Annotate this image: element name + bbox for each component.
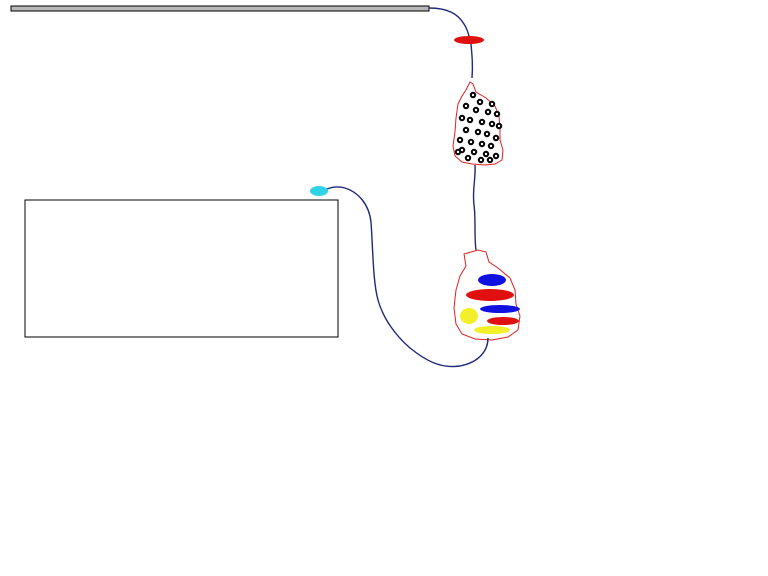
tube-upper-to-lower-bag (472, 164, 477, 251)
red-band-2 (487, 317, 519, 325)
seed-dot-center (494, 154, 498, 158)
seed-dot-center (460, 116, 464, 120)
seed-dot-center (471, 93, 475, 97)
tube-top-segment (428, 7, 471, 41)
seed-dot-center (497, 124, 501, 128)
tube-clamp-to-upper-bag (470, 43, 474, 79)
tube-lower-bag-to-connector (326, 186, 489, 368)
seed-dot-center (472, 150, 476, 154)
seed-dot-center (490, 102, 494, 106)
seed-dot-center (488, 158, 492, 162)
red-clamp[interactable] (454, 36, 484, 44)
seed-dot-center (494, 136, 498, 140)
seed-dot-center (458, 138, 462, 142)
yellow-blob-1 (460, 308, 478, 324)
seed-dot-center (485, 132, 489, 136)
seed-dot-center (486, 110, 490, 114)
empty-rectangle[interactable] (24, 199, 339, 338)
seed-cluster (454, 91, 503, 164)
seed-dot-center (460, 148, 464, 152)
seed-dot-center (474, 108, 478, 112)
seed-dot-center (490, 122, 494, 126)
seed-dot-center (489, 144, 493, 148)
seed-dot-center (468, 118, 472, 122)
seed-dot-center (464, 128, 468, 132)
seed-dot-center (478, 100, 482, 104)
blue-band-1 (478, 274, 506, 286)
seed-dot-center (479, 158, 483, 162)
seed-dot-center (495, 112, 499, 116)
blue-band-2 (480, 305, 520, 313)
red-band-1 (466, 289, 514, 301)
seed-dot-center (466, 156, 470, 160)
seed-dot-center (469, 140, 473, 144)
seed-dot-center (476, 130, 480, 134)
seed-dot-center (484, 152, 488, 156)
seed-dot-center (456, 150, 460, 154)
cyan-connector[interactable] (310, 186, 328, 196)
seed-dot-center (480, 120, 484, 124)
top-rod (10, 5, 430, 12)
seed-dot-center (464, 104, 468, 108)
seed-dot-center (480, 142, 484, 146)
yellow-band (474, 326, 510, 334)
